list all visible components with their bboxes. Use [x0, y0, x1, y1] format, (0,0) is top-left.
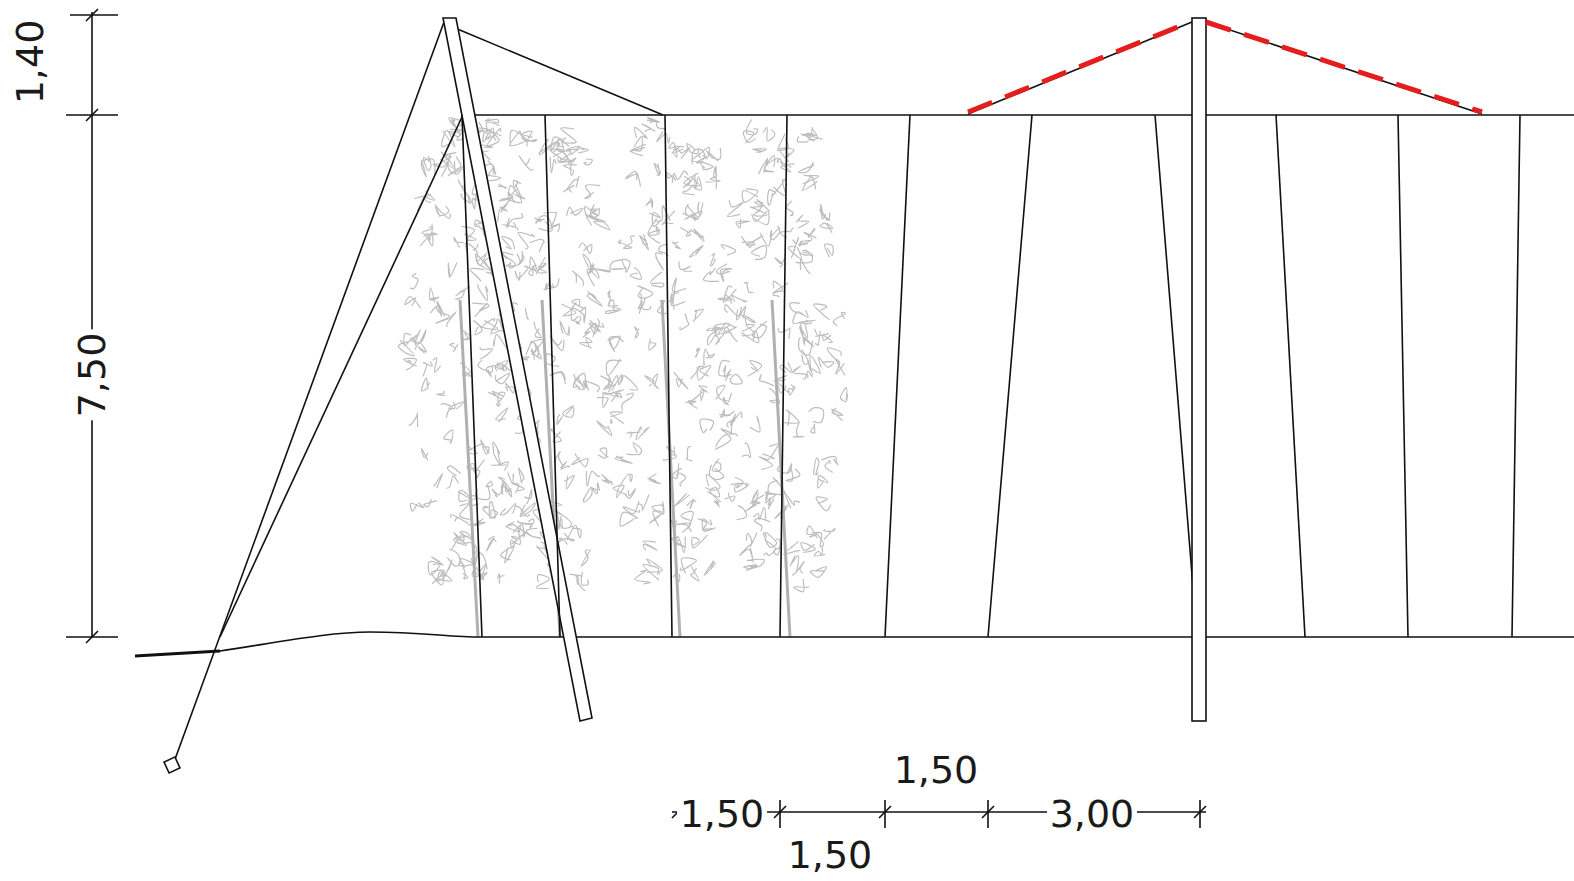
guy-wire	[220, 117, 462, 637]
ground-anchor	[164, 757, 180, 773]
slanted-pole	[443, 18, 592, 721]
ground-line	[135, 651, 220, 656]
center-pole	[1192, 18, 1206, 721]
trellis-structure	[66, 9, 1574, 828]
guy-wire	[174, 22, 444, 762]
dimension-line	[91, 12, 93, 637]
dimension-label: 1,50	[891, 751, 982, 789]
roof-wire	[968, 22, 1192, 114]
dimension-label: 1,40	[11, 17, 49, 108]
roof-wire	[1206, 22, 1482, 114]
top-wire	[462, 114, 1574, 116]
hop-wires	[462, 115, 1520, 637]
guy-wire	[455, 28, 663, 115]
dimension-tick	[70, 14, 118, 16]
dimension-label: 1,50	[677, 795, 768, 833]
dimension-label: 7,50	[73, 330, 111, 421]
highlight-roof	[968, 22, 1482, 112]
dimension-label: 1,50	[785, 836, 876, 874]
ground-line	[135, 632, 1574, 656]
dimension-label: 3,00	[1047, 795, 1138, 833]
